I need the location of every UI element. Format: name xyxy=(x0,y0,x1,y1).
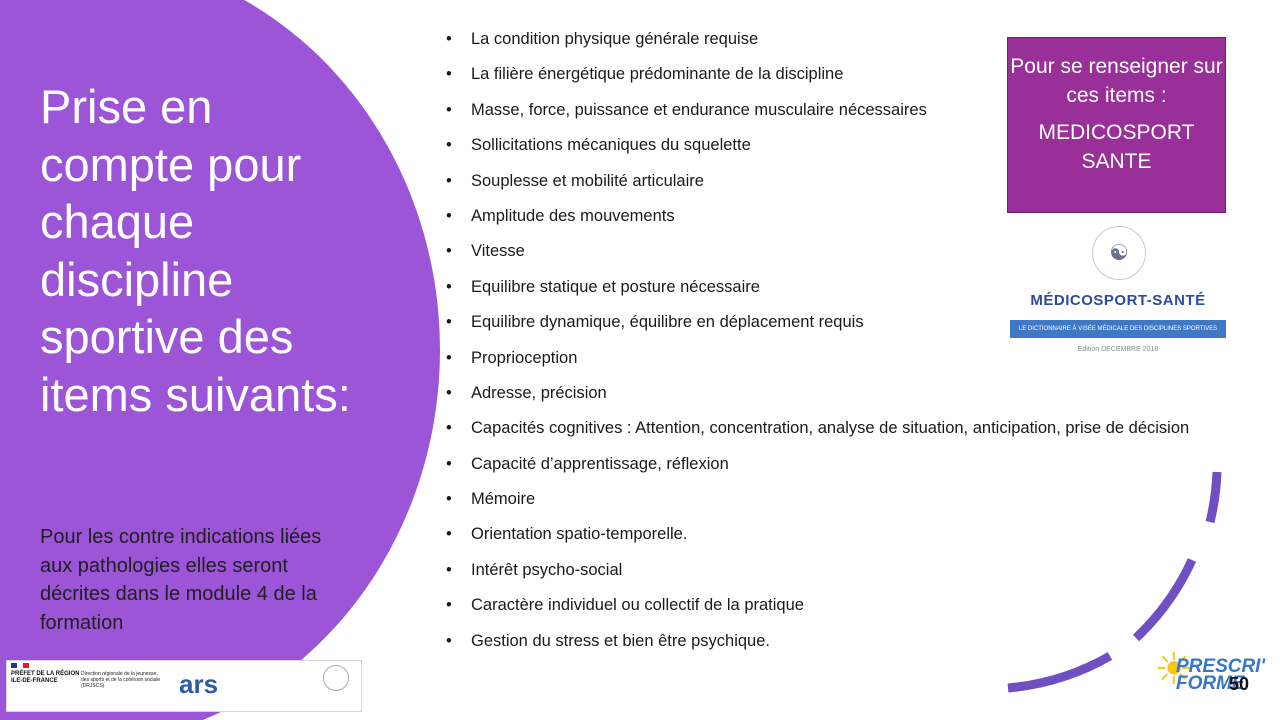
list-item: • Proprioception xyxy=(446,347,1206,370)
bullet-icon: • xyxy=(446,419,452,438)
bullet-icon: • xyxy=(446,560,452,579)
list-item: • Gestion du stress et bien être psychiqu… xyxy=(446,630,1206,653)
list-item-text: Souplesse et mobilité articulaire xyxy=(471,171,704,190)
bullet-icon: • xyxy=(446,277,452,296)
prescriforme-logo: ☀ PRESCRI' FORME xyxy=(1148,642,1266,710)
info-box-org: MEDICOSPORT SANTE xyxy=(1038,121,1195,173)
list-item: • Intérêt psycho-social xyxy=(446,559,1206,582)
bullet-icon: • xyxy=(446,171,452,190)
bullet-icon: • xyxy=(446,383,452,402)
info-box-text: Pour se renseigner sur ces items : xyxy=(1010,55,1223,107)
prescriforme-logo-text: PRESCRI' FORME xyxy=(1176,656,1265,694)
drajes-logo-text: Direction régionale de la jeunesse, des … xyxy=(81,671,161,689)
list-item-text: Amplitude des mouvements xyxy=(471,206,675,225)
bullet-icon: • xyxy=(446,490,452,509)
list-item-text: Sollicitations mécaniques du squelette xyxy=(471,136,751,155)
olympic-committee-emblem-icon: ☯ xyxy=(1092,226,1146,280)
bullet-icon: • xyxy=(446,100,452,119)
list-item-text: Adresse, précision xyxy=(471,383,607,402)
sun-icon: ☀ xyxy=(1154,645,1194,694)
list-item-text: La condition physique générale requise xyxy=(471,30,759,48)
bullet-icon: • xyxy=(446,206,452,225)
ars-logo: ars xyxy=(179,669,219,699)
medicosport-logo-name: MÉDICOSPORT-SANTÉ xyxy=(1030,292,1206,309)
bullet-icon: • xyxy=(446,30,452,48)
list-item: • Orientation spatio-temporelle. xyxy=(446,523,1206,546)
list-item-text: Gestion du stress et bien être psychique… xyxy=(471,631,770,650)
slide-subtitle: Pour les contre indications liées aux pa… xyxy=(40,526,322,634)
list-item: • Mémoire xyxy=(446,488,1206,511)
list-item: • Capacité d’apprentissage, réflexion xyxy=(446,453,1206,476)
partner-logos: PRÉFET DE LA RÉGION ILE-DE-FRANCE Direct… xyxy=(6,660,362,712)
list-item: • Equilibre dynamique, équilibre en dépla… xyxy=(446,311,1206,334)
bullet-icon: • xyxy=(446,242,452,261)
list-item-text: La filière énergétique prédominante de l… xyxy=(471,65,844,84)
medicosport-logo-edition: Edition DECEMBRE 2018 xyxy=(1077,346,1159,353)
list-item: • Sollicitations mécaniques du squelette xyxy=(446,134,1206,157)
items-list: •La condition physique générale requise•… xyxy=(446,28,1206,665)
list-item-text: Capacités cognitives : Attention, concen… xyxy=(471,419,1190,438)
list-item: • Amplitude des mouvements xyxy=(446,205,1206,228)
marianne-flag-icon xyxy=(11,663,29,668)
list-item: • Souplesse et mobilité articulaire xyxy=(446,170,1206,193)
list-item: • Masse, force, puissance et endurance mu… xyxy=(446,99,1206,122)
bullet-icon: • xyxy=(446,348,452,367)
medicosport-logo-band: LE DICTIONNAIRE À VISÉE MÉDICALE DES DIS… xyxy=(1010,320,1226,338)
list-item-text: Vitesse xyxy=(471,242,525,261)
list-item-text: Capacité d’apprentissage, réflexion xyxy=(471,454,729,473)
slide-title: Prise en compte pour chaque discipline s… xyxy=(40,80,351,421)
bullet-icon: • xyxy=(446,313,452,332)
ring-arc-top xyxy=(1205,471,1222,524)
prefet-logo-text: PRÉFET DE LA RÉGION ILE-DE-FRANCE xyxy=(11,671,80,684)
page-number: 50 xyxy=(1229,674,1250,694)
list-item-text: Intérêt psycho-social xyxy=(471,560,623,579)
bullet-icon: • xyxy=(446,596,452,615)
list-item-text: Mémoire xyxy=(471,490,536,509)
info-box: Pour se renseigner sur ces items : MEDIC… xyxy=(1007,37,1226,213)
bullet-icon: • xyxy=(446,631,452,650)
list-item-text: Equilibre statique et posture nécessaire xyxy=(471,277,760,296)
list-item-text: Masse, force, puissance et endurance mus… xyxy=(471,100,927,119)
list-item-text: Proprioception xyxy=(471,348,578,367)
list-item-text: Caractère individuel ou collectif de la … xyxy=(471,596,804,615)
bullet-icon: • xyxy=(446,454,452,473)
ring-arc-middle xyxy=(1132,558,1197,642)
list-item-text: Orientation spatio-temporelle. xyxy=(471,525,688,544)
bullet-icon: • xyxy=(446,65,452,84)
partner-emblem-icon xyxy=(323,665,349,691)
list-item: • La filière énergétique prédominante de … xyxy=(446,63,1206,86)
bullet-icon: • xyxy=(446,136,452,155)
bullet-icon: • xyxy=(446,525,452,544)
list-item: • Caractère individuel ou collectif de la… xyxy=(446,594,1206,617)
medicosport-logo: ☯ MÉDICOSPORT-SANTÉ LE DICTIONNAIRE À VI… xyxy=(1010,226,1226,360)
list-item: • Vitesse xyxy=(446,240,1206,263)
list-item: • La condition physique générale requise xyxy=(446,28,1206,51)
list-item: • Capacités cognitives : Attention, conce… xyxy=(446,417,1206,440)
ring-arc-bottom xyxy=(1007,652,1113,693)
list-item: • Equilibre statique et posture nécessair… xyxy=(446,276,1206,299)
list-item: • Adresse, précision xyxy=(446,382,1206,405)
list-item-text: Equilibre dynamique, équilibre en déplac… xyxy=(471,313,864,332)
